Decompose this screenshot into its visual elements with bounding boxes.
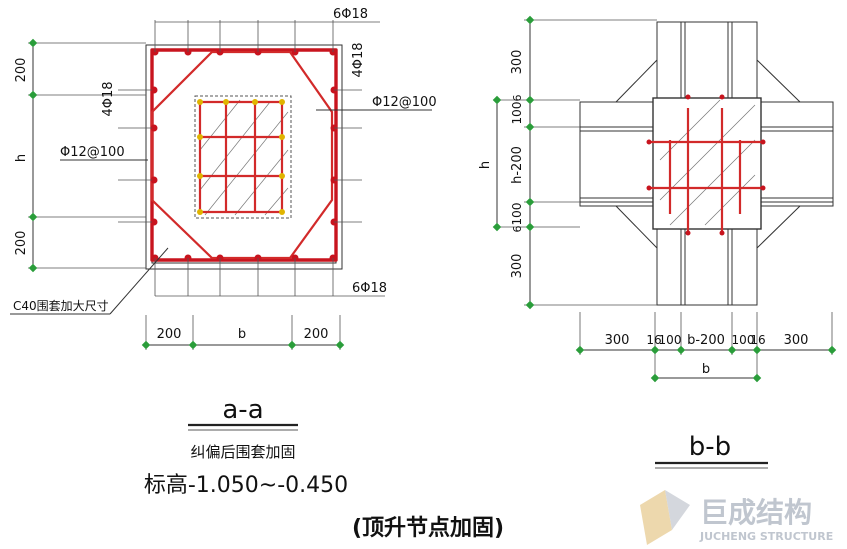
rebar-bottom-label: 6Φ18: [352, 281, 387, 296]
dim-a-bottom-2: b: [238, 327, 246, 342]
column-hatch: [199, 99, 289, 216]
stirrup-left-label: Φ12@100: [60, 145, 125, 160]
jacket-note-leader: [109, 247, 169, 315]
octagon-stirrup: [150, 50, 334, 260]
inner-grid-points: [197, 99, 285, 215]
dim-b-bottom-1: 300: [605, 333, 630, 348]
dim-b-left-5: 100: [510, 203, 524, 226]
dim-b-bottom-4: b-200: [687, 333, 725, 348]
dim-b-left-3: 6: [511, 95, 524, 102]
dim-b-bottom-6: 16: [750, 333, 765, 347]
watermark-brand: 巨成结构: [700, 496, 812, 529]
dim-a-bottom-3: 200: [304, 327, 329, 342]
section-a-subtitle: 纠偏后围套加固: [190, 443, 295, 461]
section-a-title: a-a: [222, 395, 263, 425]
stirrup-right-label: Φ12@100: [372, 95, 437, 110]
inner-rebar-grid: [198, 100, 284, 214]
dim-b-bottom-total: b: [702, 362, 710, 377]
dim-b-left-1: 300: [510, 50, 525, 75]
section-b-title: b-b: [689, 432, 731, 462]
dim-b-left-6: 6: [511, 226, 524, 233]
rebar-right-vertical-label: 4Φ18: [351, 42, 366, 77]
jacket-note-label: C40围套加大尺寸: [13, 299, 109, 313]
section-a-bottom-dimension: 200 b 200: [141, 315, 345, 350]
section-b-drawing: 300 100 6 h-200 100 6 300 h: [478, 15, 837, 469]
watermark-brand-en: JUCHENG STRUCTURE: [699, 530, 833, 543]
watermark-logo: 巨成结构 JUCHENG STRUCTURE: [640, 490, 833, 545]
logo-mark-icon: [640, 490, 672, 545]
dim-b-left-4: h-200: [510, 146, 525, 184]
section-a-left-extensions: [118, 20, 385, 297]
original-column-outline: [194, 95, 292, 219]
dim-a-bottom-1: 200: [157, 327, 182, 342]
dim-a-left-2: h: [14, 154, 29, 162]
outer-stirrup: [150, 48, 338, 262]
jacket-outline: [145, 44, 343, 270]
dim-a-left-1: 200: [14, 58, 29, 83]
dim-b-left-total: h: [478, 161, 493, 169]
rebar-left-vertical-label: 4Φ18: [101, 81, 116, 116]
core-rebar-grid: [650, 108, 762, 232]
dim-a-left-3: 200: [14, 231, 29, 256]
dim-b-bottom-7: 300: [784, 333, 809, 348]
figure-caption: (顶升节点加固): [352, 515, 504, 541]
dim-b-bottom-2: 16: [646, 333, 661, 347]
section-a-left-dimension: 200 h 200: [14, 38, 146, 273]
section-a-elevation: 标高-1.050~-0.450: [144, 473, 348, 498]
dim-b-left-2: 100: [510, 102, 524, 125]
dim-b-left-7: 300: [510, 254, 525, 279]
outer-rebar-dots: [150, 48, 338, 262]
section-b-left-dimension: 300 100 6 h-200 100 6 300 h: [478, 15, 657, 310]
section-a-drawing: 200 h 200 200 b 200 6Φ18 6Φ18 4Φ18 4Φ18 …: [10, 7, 437, 498]
dim-b-bottom-5: 100: [732, 333, 755, 347]
rebar-top-label: 6Φ18: [333, 7, 368, 22]
core-rebar-dots: [646, 94, 766, 236]
dim-b-bottom-3: 100: [659, 333, 682, 347]
section-b-bottom-dimension: 300 16 100 b-200 100 16 300 b: [575, 312, 837, 383]
